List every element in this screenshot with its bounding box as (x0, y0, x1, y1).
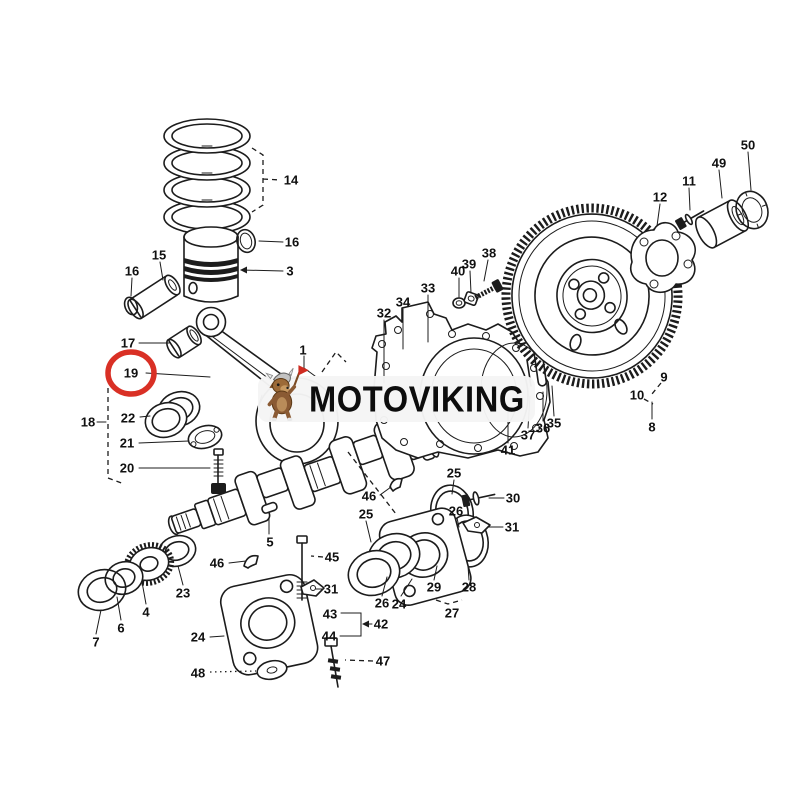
brand-text: MOTOVIKING (309, 378, 525, 419)
part-label-32: 32 (377, 306, 391, 321)
part-label-5: 5 (266, 535, 273, 550)
retainer-ring (735, 190, 769, 230)
flywheel-bolt (674, 210, 705, 230)
rod-bearing-shells (144, 390, 201, 439)
part-label-21: 21 (120, 436, 134, 451)
small-end-bushing (166, 325, 202, 359)
thrust-washer (256, 659, 288, 681)
bolt-30 (461, 491, 496, 508)
part-label-26: 26 (375, 596, 389, 611)
clip-46-left (243, 554, 259, 569)
part-label-46: 46 (210, 556, 224, 571)
part-label-39: 39 (462, 257, 476, 272)
part-label-29: 29 (427, 580, 441, 595)
part-label-45: 45 (325, 550, 339, 565)
part-label-28: 28 (462, 580, 476, 595)
part-label-40: 40 (451, 264, 465, 279)
part-label-10: 10 (630, 388, 644, 403)
part-label-47: 47 (376, 654, 390, 669)
piston (183, 226, 239, 303)
clamp-31-right (462, 516, 491, 534)
part-label-33: 33 (421, 281, 435, 296)
part-label-25: 25 (447, 466, 461, 481)
part-label-16: 16 (285, 235, 299, 250)
part-label-36: 36 (536, 421, 550, 436)
part-label-35: 35 (547, 416, 561, 431)
part-label-18: 18 (81, 415, 95, 430)
part-label-34: 34 (396, 295, 411, 310)
part-label-4: 4 (142, 605, 150, 620)
bearing-shells-rear (347, 532, 421, 597)
part-label-41: 41 (501, 443, 515, 458)
part-label-9: 9 (660, 370, 667, 385)
arrowhead-42 (362, 620, 369, 628)
part-label-42: 42 (374, 617, 388, 632)
part-label-23: 23 (176, 586, 190, 601)
part-label-6: 6 (117, 621, 124, 636)
stud-bolt-set (452, 279, 504, 309)
part-label-14: 14 (284, 173, 299, 188)
part-label-17: 17 (121, 336, 135, 351)
cap-bolt-47 (324, 637, 342, 688)
brand-mascot-icon (265, 365, 309, 421)
leader-lines-dashed (107, 147, 662, 662)
part-label-24: 24 (392, 597, 407, 612)
part-label-26: 26 (449, 504, 463, 519)
part-label-31: 31 (324, 582, 338, 597)
part-label-49: 49 (712, 156, 726, 171)
part-label-37: 37 (521, 428, 535, 443)
part-label-46: 46 (362, 489, 376, 504)
arrowhead-3 (240, 266, 247, 274)
snap-ring-left (123, 296, 139, 316)
part-label-50: 50 (741, 138, 755, 153)
part-label-15: 15 (152, 248, 166, 263)
highlight-circle (105, 349, 157, 397)
watermark-band: MOTOVIKING (258, 365, 535, 422)
rod-cap (187, 424, 223, 450)
part-label-27: 27 (445, 606, 459, 621)
woodruff-key (261, 501, 278, 514)
part-label-8: 8 (648, 420, 655, 435)
part-label-11: 11 (682, 174, 696, 189)
rod-bolt (211, 448, 226, 494)
part-label-16: 16 (125, 264, 139, 279)
piston-pin (127, 274, 181, 320)
part-label-30: 30 (506, 491, 520, 506)
part-label-25: 25 (359, 507, 373, 522)
part-label-24: 24 (191, 630, 206, 645)
part-label-38: 38 (482, 246, 496, 261)
part-label-20: 20 (120, 461, 134, 476)
crank-gear (104, 560, 144, 596)
part-label-43: 43 (323, 607, 337, 622)
part-label-1: 1 (299, 343, 306, 358)
main-bearing-cap-front (219, 573, 319, 676)
snap-ring-right (236, 228, 256, 254)
piston-ring-set (163, 118, 251, 235)
part-label-3: 3 (286, 264, 293, 279)
clamp-31-left (300, 579, 325, 597)
part-label-31: 31 (505, 520, 519, 535)
part-label-48: 48 (191, 666, 205, 681)
leader-lines-solid (95, 151, 752, 638)
part-label-12: 12 (653, 190, 667, 205)
part-label-22: 22 (121, 411, 135, 426)
part-label-19: 19 (124, 366, 138, 381)
part-label-7: 7 (92, 635, 99, 650)
clip-46-right (389, 477, 403, 492)
part-label-44: 44 (322, 629, 337, 644)
labels-layer: 1345678910111214151616171819202122232424… (81, 138, 755, 681)
adapter-plate (630, 221, 696, 294)
oil-seal (77, 568, 127, 612)
